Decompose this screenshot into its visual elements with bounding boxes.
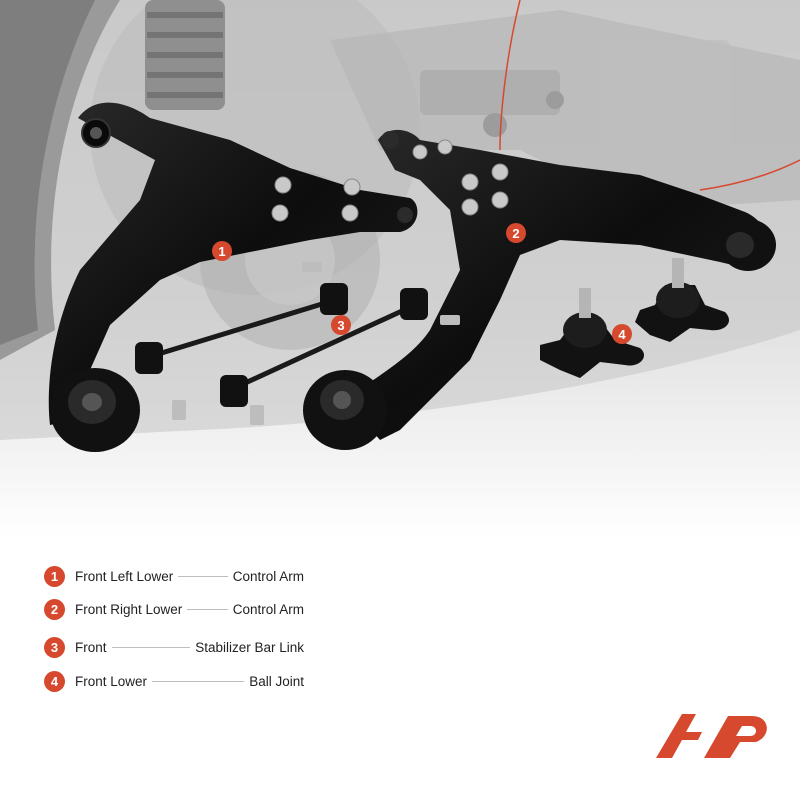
right-control-arm — [303, 129, 776, 450]
legend-position-2: Front Right Lower — [75, 601, 183, 617]
legend-divider — [152, 680, 245, 682]
stabilizer-bar-links — [135, 262, 460, 425]
ball-joints — [540, 258, 730, 378]
legend-part-2: Control Arm — [232, 601, 304, 617]
photo-marker-3: 3 — [331, 315, 351, 335]
svg-text:1: 1 — [218, 244, 225, 259]
legend-position-1: Front Left Lower — [75, 568, 174, 584]
legend-part-1: Control Arm — [232, 568, 304, 584]
legend-badge-1: 1 — [44, 565, 65, 587]
legend-row-3: 3 Front Stabilizer Bar Link — [44, 636, 304, 658]
photo-marker-4: 4 — [612, 324, 632, 344]
legend-divider — [178, 575, 228, 577]
legend-badge-3: 3 — [44, 636, 65, 658]
legend-divider — [111, 646, 191, 648]
photo-marker-1: 1 — [212, 241, 232, 261]
left-control-arm — [48, 102, 418, 452]
legend-position-3: Front — [75, 639, 107, 655]
svg-text:4: 4 — [618, 327, 626, 342]
legend-position-4: Front Lower — [75, 673, 148, 689]
legend-badge-2: 2 — [44, 598, 65, 620]
legend-divider — [187, 608, 228, 610]
product-photo: 1 2 3 4 — [0, 0, 800, 540]
legend-badge-4: 4 — [44, 670, 65, 692]
legend-part-4: Ball Joint — [249, 673, 304, 689]
svg-text:2: 2 — [512, 226, 519, 241]
legend-part-3: Stabilizer Bar Link — [195, 639, 304, 655]
legend-row-1: 1 Front Left Lower Control Arm — [44, 565, 304, 587]
svg-text:3: 3 — [337, 318, 344, 333]
photo-marker-2: 2 — [506, 223, 526, 243]
legend-row-4: 4 Front Lower Ball Joint — [44, 670, 304, 692]
legend-row-2: 2 Front Right Lower Control Arm — [44, 598, 304, 620]
brand-logo — [656, 714, 767, 758]
